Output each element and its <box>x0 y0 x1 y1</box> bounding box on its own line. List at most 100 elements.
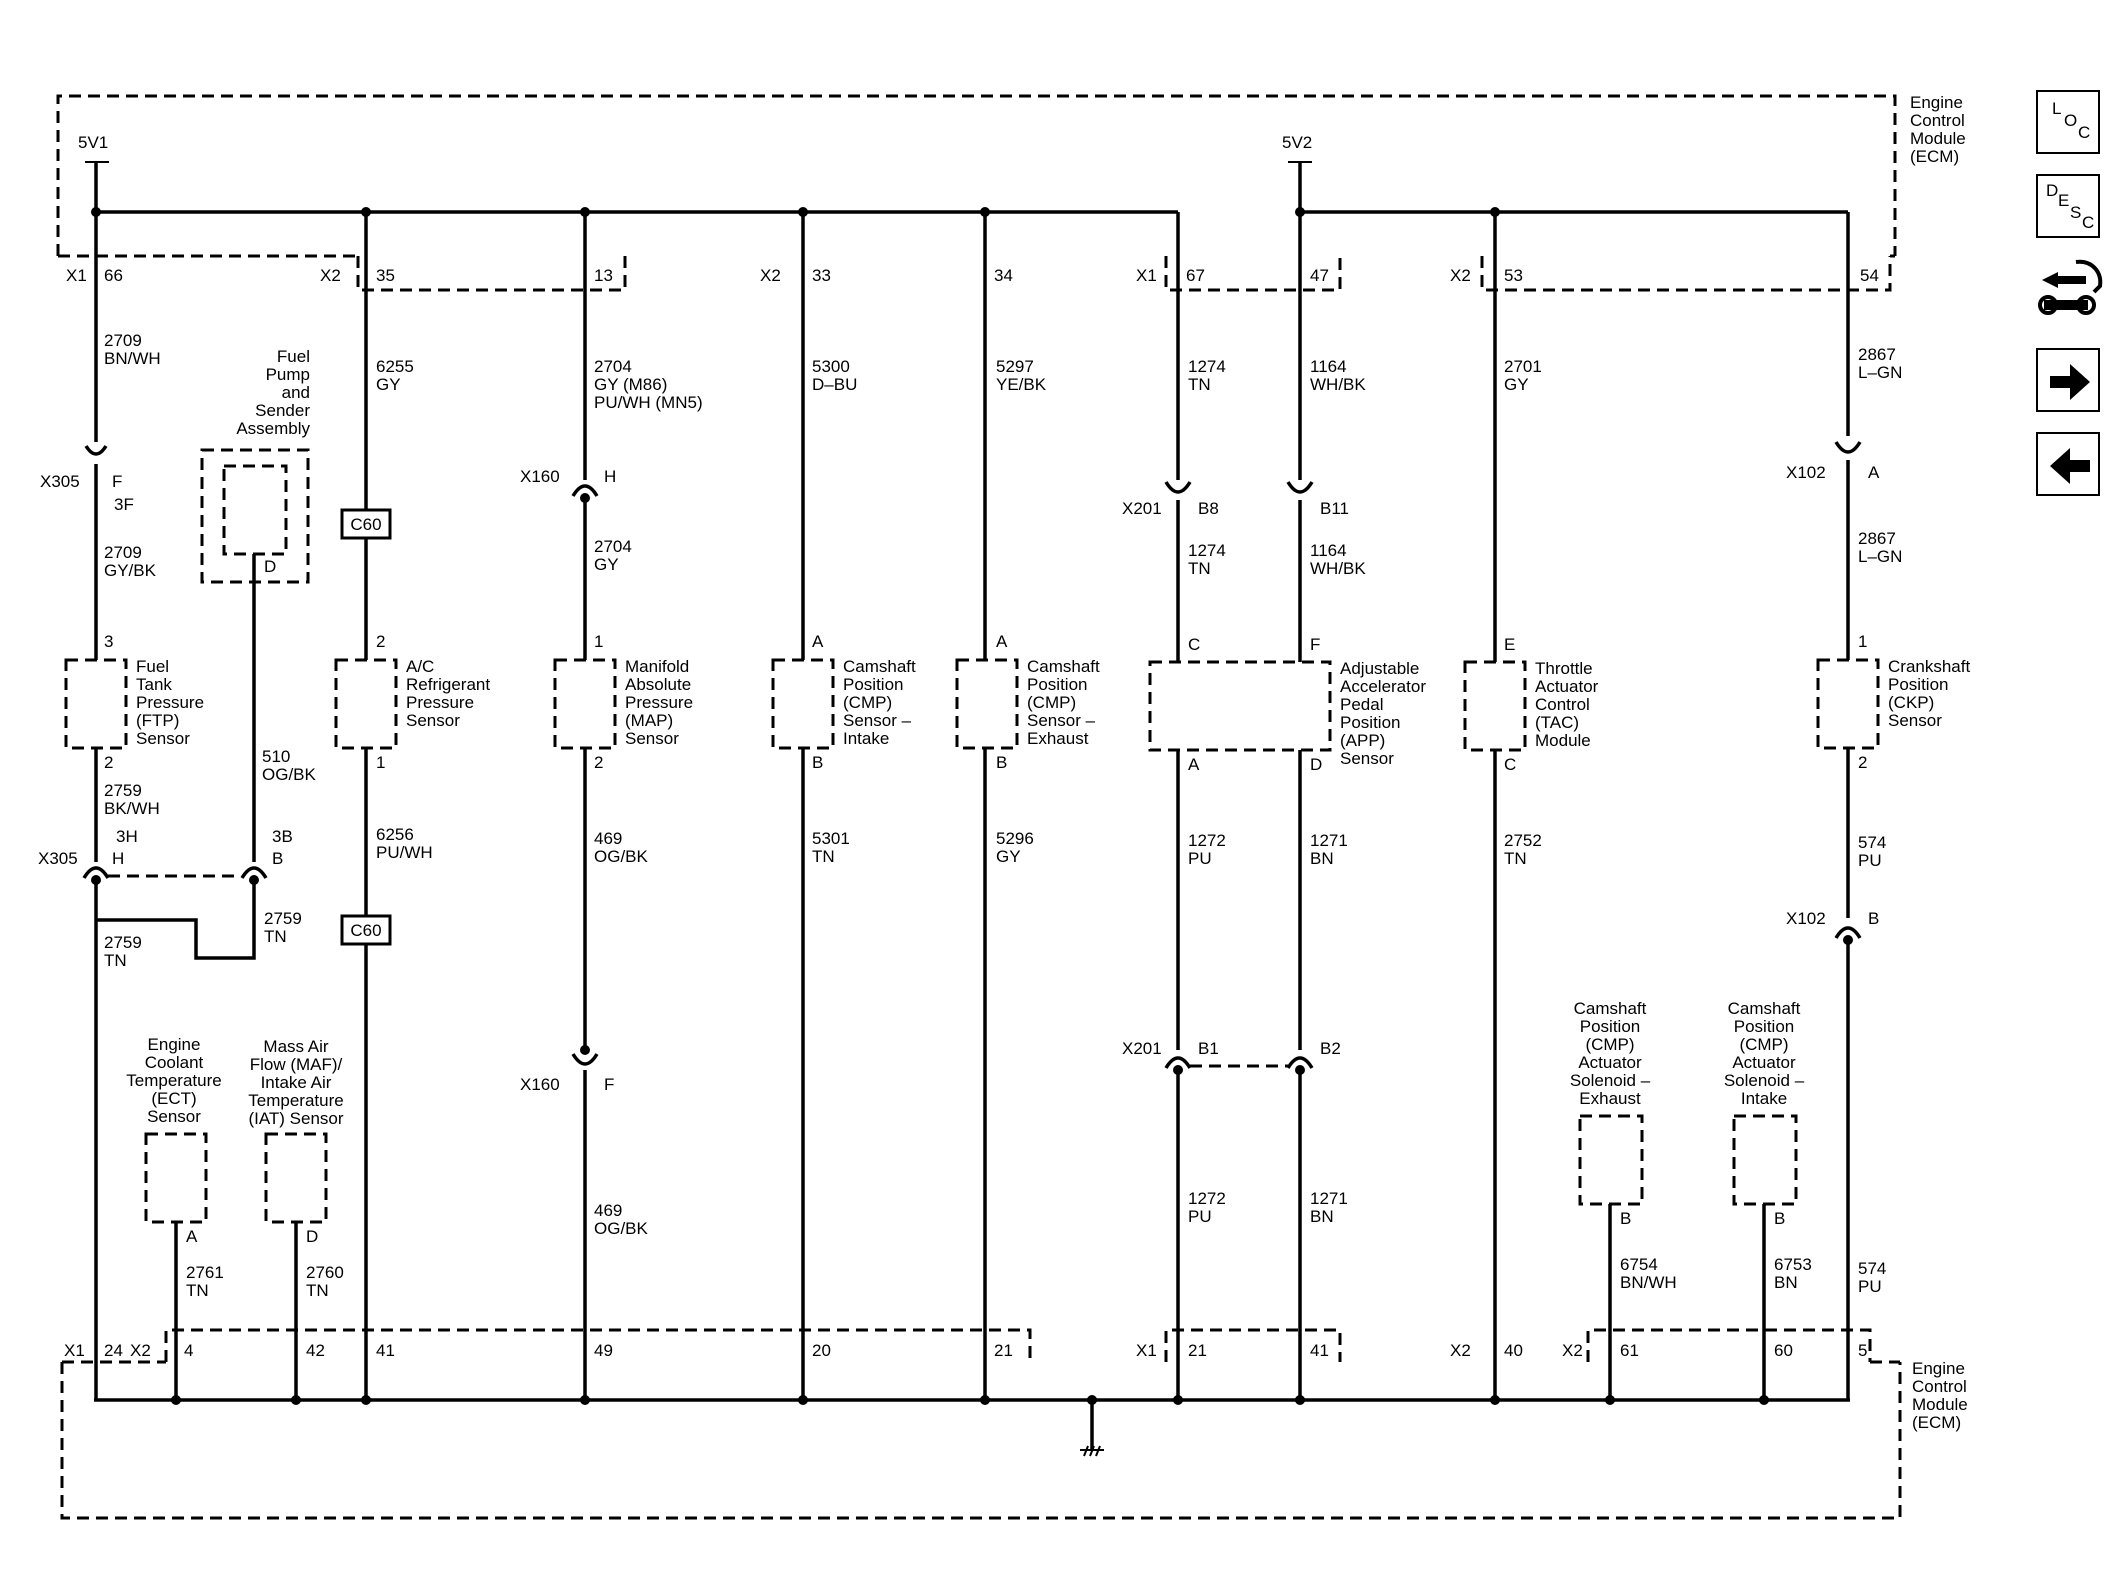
ac-sensor-box <box>334 658 398 750</box>
svg-text:21: 21 <box>1188 1341 1207 1360</box>
svg-text:(ECT): (ECT) <box>151 1089 196 1108</box>
svg-text:2704: 2704 <box>594 537 632 556</box>
svg-text:Module: Module <box>1910 129 1966 148</box>
svg-text:Position: Position <box>843 675 903 694</box>
svg-text:Accelerator: Accelerator <box>1340 677 1426 696</box>
svg-text:H: H <box>112 849 124 868</box>
svg-text:Sensor: Sensor <box>147 1107 201 1126</box>
svg-text:Sensor –: Sensor – <box>1027 711 1096 730</box>
svg-text:B1: B1 <box>1198 1039 1219 1058</box>
svg-text:Position: Position <box>1734 1017 1794 1036</box>
svg-text:Sensor: Sensor <box>1888 711 1942 730</box>
svg-text:GY: GY <box>594 555 619 574</box>
svg-text:2701: 2701 <box>1504 357 1542 376</box>
svg-text:2: 2 <box>1858 753 1867 772</box>
svg-text:D: D <box>306 1227 318 1246</box>
svg-text:OG/BK: OG/BK <box>262 765 317 784</box>
svg-text:TN: TN <box>306 1281 329 1300</box>
svg-text:(CMP): (CMP) <box>1585 1035 1634 1054</box>
ecm-top-box <box>56 94 1897 256</box>
svg-text:X305: X305 <box>38 849 78 868</box>
svg-text:1164: 1164 <box>1310 357 1347 376</box>
svg-text:6256: 6256 <box>376 825 414 844</box>
svg-text:D–BU: D–BU <box>812 375 857 394</box>
svg-text:S: S <box>2070 203 2081 222</box>
svg-text:X2: X2 <box>1450 1341 1471 1360</box>
svg-text:Intake Air: Intake Air <box>261 1073 332 1092</box>
svg-text:Module: Module <box>1535 731 1591 750</box>
svg-text:X160: X160 <box>520 467 560 486</box>
svg-text:67: 67 <box>1186 266 1205 285</box>
svg-text:Pedal: Pedal <box>1340 695 1383 714</box>
svg-text:GY (M86): GY (M86) <box>594 375 667 394</box>
svg-text:3F: 3F <box>114 495 134 514</box>
ect-sensor-label: Engine Coolant Temperature (ECT) Sensor <box>126 1035 221 1126</box>
svg-text:Position: Position <box>1580 1017 1640 1036</box>
svg-text:2: 2 <box>594 753 603 772</box>
svg-text:574: 574 <box>1858 833 1886 852</box>
svg-text:3H: 3H <box>116 827 138 846</box>
svg-text:YE/BK: YE/BK <box>996 375 1047 394</box>
svg-text:1: 1 <box>1858 632 1867 651</box>
svg-text:42: 42 <box>306 1341 325 1360</box>
svg-text:TN: TN <box>264 927 287 946</box>
svg-text:D: D <box>1310 755 1322 774</box>
svg-text:5: 5 <box>1858 1341 1867 1360</box>
svg-text:(CMP): (CMP) <box>843 693 892 712</box>
svg-text:49: 49 <box>594 1341 613 1360</box>
cmp-intake-sensor-box <box>771 658 835 750</box>
svg-text:Assembly: Assembly <box>236 419 310 438</box>
ac-sensor-label: A/C Refrigerant Pressure Sensor <box>406 657 490 730</box>
svg-text:X2: X2 <box>320 266 341 285</box>
svg-text:F: F <box>1310 635 1320 654</box>
svg-text:Solenoid –: Solenoid – <box>1724 1071 1805 1090</box>
loc-button[interactable]: L O C <box>2036 90 2100 154</box>
tac-module-box <box>1463 660 1527 752</box>
app-sensor-box <box>1148 660 1332 752</box>
svg-text:F: F <box>112 472 122 491</box>
svg-text:Position: Position <box>1888 675 1948 694</box>
svg-text:GY/BK: GY/BK <box>104 561 157 580</box>
svg-text:2760: 2760 <box>306 1263 344 1282</box>
next-button[interactable] <box>2036 348 2100 412</box>
svg-text:33: 33 <box>812 266 831 285</box>
svg-text:(CMP): (CMP) <box>1739 1035 1788 1054</box>
svg-text:B: B <box>1868 909 1879 928</box>
cmp-solenoid-exhaust-label: Camshaft Position (CMP) Actuator Solenoi… <box>1570 999 1651 1108</box>
svg-text:B: B <box>812 753 823 772</box>
connector-wrench-button[interactable] <box>2036 252 2106 332</box>
svg-text:41: 41 <box>1310 1341 1329 1360</box>
svg-text:2: 2 <box>104 753 113 772</box>
svg-text:BN: BN <box>1310 1207 1334 1226</box>
svg-text:C: C <box>1504 755 1516 774</box>
svg-text:24: 24 <box>104 1341 123 1360</box>
svg-text:Control: Control <box>1910 111 1965 130</box>
svg-text:1: 1 <box>594 632 603 651</box>
fuel-pump-label: Fuel Pump and Sender Assembly <box>236 347 310 438</box>
svg-text:2867: 2867 <box>1858 345 1896 364</box>
desc-button[interactable]: D E S C <box>2036 174 2100 238</box>
svg-text:1272: 1272 <box>1188 831 1226 850</box>
svg-text:B: B <box>272 849 283 868</box>
svg-text:Actuator: Actuator <box>1535 677 1599 696</box>
maf-sensor-label: Mass Air Flow (MAF)/ Intake Air Temperat… <box>248 1037 344 1128</box>
svg-text:Tank: Tank <box>136 675 172 694</box>
svg-text:2759: 2759 <box>264 909 302 928</box>
svg-text:2709: 2709 <box>104 331 142 350</box>
svg-text:(ECM): (ECM) <box>1912 1413 1961 1432</box>
cmp-solenoid-intake-box <box>1732 1114 1798 1206</box>
svg-text:Pressure: Pressure <box>625 693 693 712</box>
svg-text:E: E <box>2058 191 2069 210</box>
svg-text:PU: PU <box>1188 1207 1212 1226</box>
prev-button[interactable] <box>2036 432 2100 496</box>
svg-text:L: L <box>2052 99 2061 118</box>
svg-text:(FTP): (FTP) <box>136 711 179 730</box>
svg-text:Refrigerant: Refrigerant <box>406 675 490 694</box>
svg-text:A: A <box>1188 755 1200 774</box>
svg-text:Sensor: Sensor <box>406 711 460 730</box>
svg-text:4: 4 <box>184 1341 193 1360</box>
svg-text:H: H <box>604 467 616 486</box>
svg-text:X1: X1 <box>64 1341 85 1360</box>
svg-text:Sensor: Sensor <box>136 729 190 748</box>
svg-text:6753: 6753 <box>1774 1255 1812 1274</box>
